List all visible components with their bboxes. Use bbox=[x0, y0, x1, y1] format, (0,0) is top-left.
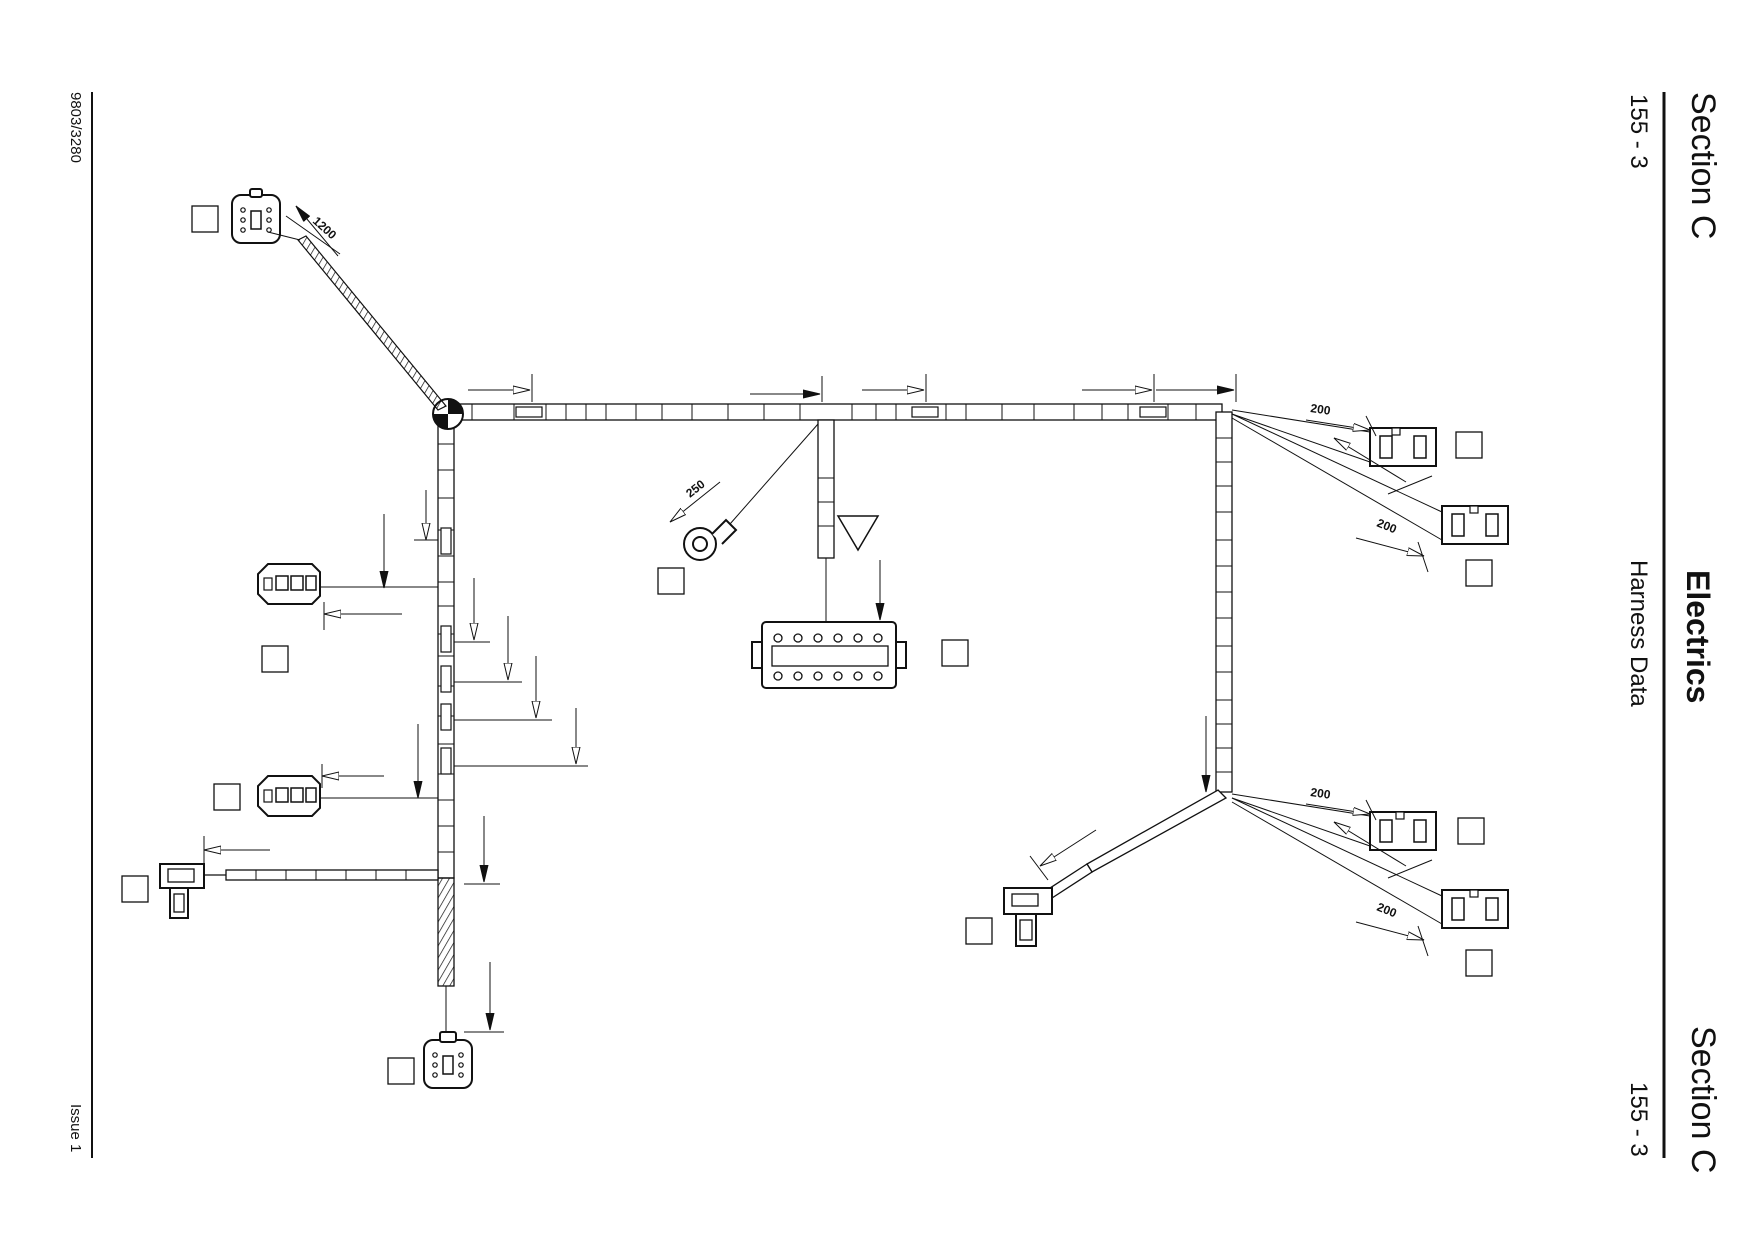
page-rules bbox=[91, 92, 1666, 1158]
dim-250: 250 bbox=[683, 477, 708, 501]
connector-2pin-r1[interactable] bbox=[1369, 427, 1437, 467]
dimension-labels: 1200 250 200 200 200 200 bbox=[310, 214, 1399, 921]
harness-trunks bbox=[225, 403, 1233, 987]
callout-box bbox=[1457, 817, 1485, 845]
connector-t-right[interactable] bbox=[1003, 887, 1053, 947]
callout-box bbox=[213, 783, 241, 811]
connector-2pin-r4[interactable] bbox=[1441, 889, 1509, 929]
callout-box bbox=[1465, 949, 1493, 977]
callout-box bbox=[1455, 431, 1483, 459]
connector-2pin-r2[interactable] bbox=[1441, 505, 1509, 545]
trunk-ticks bbox=[255, 404, 1232, 880]
callout-box bbox=[965, 917, 993, 945]
connector-3pin-lower[interactable] bbox=[257, 775, 321, 817]
callout-box bbox=[121, 875, 149, 903]
page-number-bottom: 155 - 3 bbox=[1625, 1082, 1652, 1157]
page-title: Electrics bbox=[1680, 570, 1716, 704]
dim-200-b: 200 bbox=[1375, 516, 1399, 537]
ring-terminal[interactable] bbox=[683, 518, 738, 561]
doc-number: 9803/3280 bbox=[67, 92, 84, 163]
section-label-top: Section C bbox=[1684, 92, 1722, 240]
trunk-left-braided bbox=[437, 877, 455, 987]
connector-top-left[interactable] bbox=[231, 188, 281, 244]
connector-bottom[interactable] bbox=[423, 1031, 473, 1089]
callout-box bbox=[261, 645, 289, 673]
callout-box bbox=[1465, 559, 1493, 587]
trunk-drop bbox=[817, 419, 835, 559]
connector-t-left[interactable] bbox=[159, 863, 205, 919]
connector-2pin-r3[interactable] bbox=[1369, 811, 1437, 851]
lead-top-left bbox=[297, 235, 447, 411]
connector-3pin-upper[interactable] bbox=[257, 563, 321, 605]
dim-200-d: 200 bbox=[1375, 900, 1399, 921]
page-subtitle: Harness Data bbox=[1625, 560, 1652, 707]
dim-200-c: 200 bbox=[1310, 785, 1332, 802]
trunk-top bbox=[447, 403, 1223, 421]
dim-1200: 1200 bbox=[310, 214, 339, 242]
callout-boxes bbox=[121, 205, 1493, 1085]
trunk-labels bbox=[440, 406, 1167, 775]
section-label-bottom: Section C bbox=[1684, 1026, 1722, 1174]
callout-box bbox=[387, 1057, 415, 1085]
callout-box bbox=[941, 639, 969, 667]
dimension-arrows bbox=[203, 206, 1433, 1033]
page-number-top: 155 - 3 bbox=[1625, 94, 1652, 169]
fanout-wires bbox=[1231, 409, 1443, 925]
trunk-right bbox=[1215, 411, 1233, 793]
warning-triangle-icon bbox=[836, 515, 880, 552]
branch-lower-right bbox=[1086, 789, 1228, 873]
callout-box bbox=[191, 205, 219, 233]
issue-label: Issue 1 bbox=[67, 1104, 84, 1153]
callout-box bbox=[657, 567, 685, 595]
connector-12pin[interactable] bbox=[751, 621, 907, 689]
dim-200-a: 200 bbox=[1310, 401, 1332, 418]
